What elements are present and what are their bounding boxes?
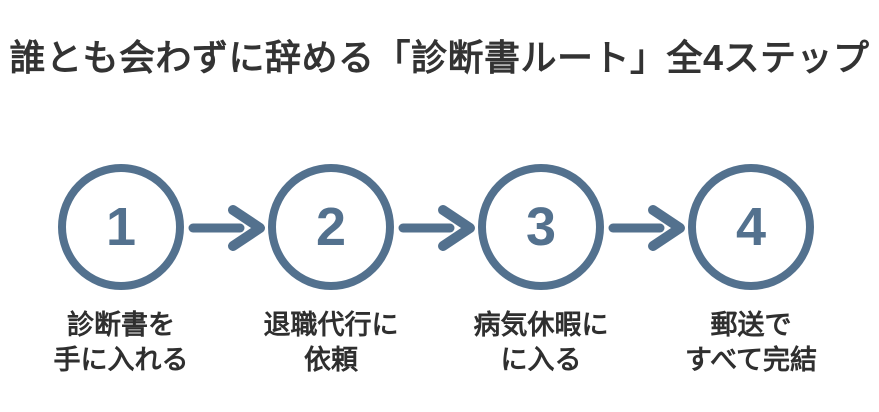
step-4-label-line1: 郵送で — [710, 310, 792, 340]
step-1-number: 1 — [105, 197, 137, 257]
step-2-label-line1: 退職代行に — [263, 310, 399, 340]
step-1-label-line2: 手に入れる — [53, 345, 189, 375]
step-1-label: 診断書を 手に入れる — [54, 308, 189, 378]
right-arrow-icon-1 — [188, 203, 267, 253]
step-2-circle: 2 — [268, 164, 394, 290]
step-2-number: 2 — [315, 197, 347, 257]
step-4-number: 4 — [735, 197, 767, 257]
step-2-label: 退職代行に 依頼 — [264, 308, 399, 378]
step-3-label-line1: 病気休暇に — [473, 310, 609, 340]
step-4: 4 郵送で すべて完結 — [646, 164, 856, 378]
step-3-label: 病気休暇に に入る — [474, 308, 609, 378]
step-1: 1 診断書を 手に入れる — [16, 164, 226, 378]
step-3: 3 病気休暇に に入る — [436, 164, 646, 378]
step-4-label-line2: すべて完結 — [684, 345, 818, 375]
step-2-label-line2: 依頼 — [304, 345, 358, 375]
step-3-circle: 3 — [478, 164, 604, 290]
right-arrow-icon-2 — [398, 203, 477, 253]
right-arrow-icon-3 — [608, 203, 687, 253]
step-1-circle: 1 — [58, 164, 184, 290]
step-3-number: 3 — [525, 197, 557, 257]
steps-row: 1 診断書を 手に入れる 2 退職代行に 依頼 3 病気休暇に に入る — [16, 164, 856, 378]
step-1-label-line1: 診断書を — [67, 310, 175, 340]
step-3-label-line2: に入る — [500, 345, 582, 375]
step-2: 2 退職代行に 依頼 — [226, 164, 436, 378]
step-4-label: 郵送で すべて完結 — [685, 308, 817, 378]
step-4-circle: 4 — [688, 164, 814, 290]
page-title: 誰とも会わずに辞める「診断書ルート」全4ステップ — [9, 37, 870, 78]
